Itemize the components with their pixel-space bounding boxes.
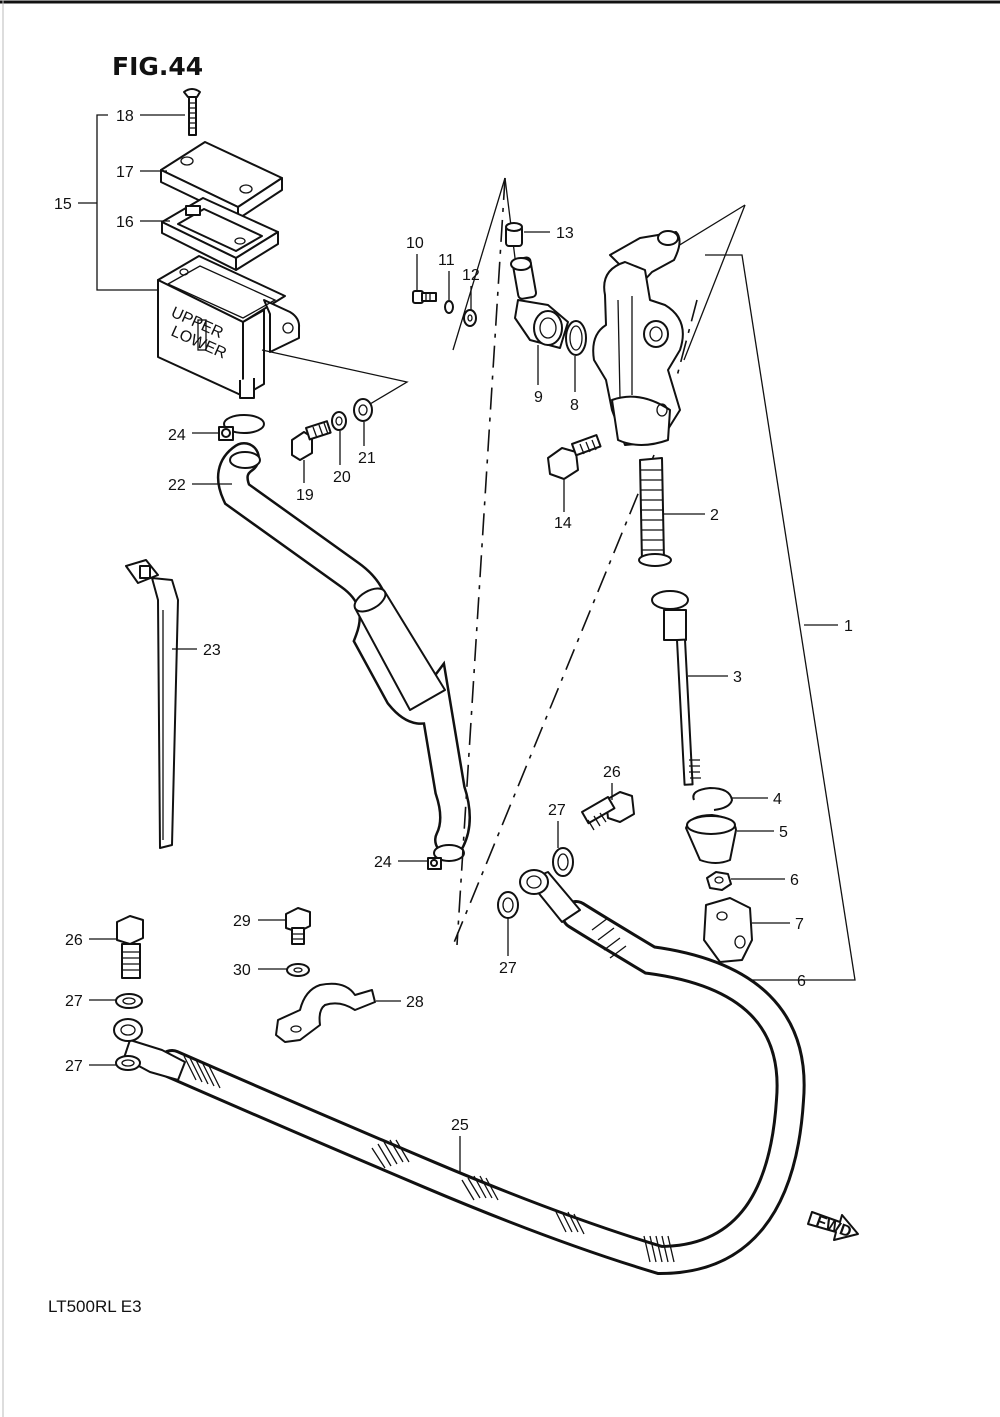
brake-hose-25	[113, 869, 806, 1276]
callout-19: 19	[296, 487, 314, 504]
bolt-29	[285, 907, 311, 945]
union-bolt-26-upper	[581, 791, 635, 831]
callout-24-bottom: 24	[374, 854, 392, 871]
callout-27-upper-b: 27	[499, 960, 517, 977]
callout-27-upper-a: 27	[548, 802, 566, 819]
model-code: LT500RL E3	[48, 1297, 142, 1316]
reservoir-hose-22	[216, 442, 471, 856]
hose-clamp-28	[275, 982, 376, 1043]
callout-23: 23	[203, 642, 221, 659]
washer-11	[444, 300, 454, 314]
screw-18	[183, 88, 201, 136]
washer-20	[331, 411, 347, 431]
bolt-19	[291, 420, 332, 461]
reservoir-assembly: UPPER LOWER	[96, 88, 409, 411]
callout-27-lower-b: 27	[65, 1058, 83, 1075]
circlip-4	[692, 787, 733, 811]
callout-27-lower-a: 27	[65, 993, 83, 1010]
push-rod-assembly-2	[638, 457, 689, 641]
union-bolt-26-lower	[116, 915, 144, 979]
cap-13	[505, 222, 523, 247]
washer-21	[353, 398, 373, 422]
callout-13: 13	[556, 225, 574, 242]
callout-6-lower: 6	[797, 973, 806, 990]
callout-26-lower: 26	[65, 932, 83, 949]
callout-1: 1	[844, 618, 853, 635]
boot-5	[685, 814, 737, 864]
callout-7: 7	[795, 916, 804, 933]
washer-30	[286, 963, 310, 977]
callout-9: 9	[534, 389, 543, 406]
callout-4: 4	[773, 791, 782, 808]
callout-10: 10	[406, 235, 424, 252]
callout-16: 16	[116, 214, 134, 231]
callout-28: 28	[406, 994, 424, 1011]
o-ring-8	[565, 320, 587, 356]
callout-11: 11	[438, 252, 455, 269]
callout-25: 25	[451, 1117, 469, 1134]
bolt-10	[412, 290, 437, 304]
reservoir-body: UPPER LOWER	[157, 255, 301, 399]
inlet-joint-9	[510, 256, 569, 349]
washer-27-upper-b	[497, 891, 519, 919]
washer-27-lower-b	[115, 1055, 141, 1071]
callout-12: 12	[462, 267, 480, 284]
tie-strap-23	[125, 559, 179, 849]
callouts: 18 17 16 15 10 11 12 13 9 8 14 24 19 20 …	[54, 108, 853, 1172]
master-cylinder-body	[592, 230, 684, 446]
callout-22: 22	[168, 477, 186, 494]
callout-26-upper: 26	[603, 764, 621, 781]
callout-20: 20	[333, 469, 351, 486]
callout-21: 21	[358, 450, 376, 467]
push-rod-3	[675, 638, 701, 786]
callout-8: 8	[570, 397, 579, 414]
callout-2: 2	[710, 507, 719, 524]
figure-title: FIG.44	[112, 52, 203, 81]
clevis-7	[703, 897, 753, 963]
callout-14: 14	[554, 515, 572, 532]
callout-3: 3	[733, 669, 742, 686]
callout-24-top: 24	[168, 427, 186, 444]
callout-18: 18	[116, 108, 134, 125]
callout-30: 30	[233, 962, 251, 979]
hose-clamp-24-top	[218, 414, 265, 441]
callout-29: 29	[233, 913, 251, 930]
nut-6-upper	[706, 871, 732, 891]
washer-27-lower-a	[115, 993, 143, 1009]
diaphragm-16	[161, 197, 279, 271]
bolt-14	[547, 434, 602, 480]
hose-clamp-24-bottom	[427, 844, 465, 870]
callout-15: 15	[54, 196, 72, 213]
callout-6-upper: 6	[790, 872, 799, 889]
washer-12	[463, 309, 477, 327]
callout-17: 17	[116, 164, 134, 181]
callout-5: 5	[779, 824, 788, 841]
washer-27-upper-a	[552, 847, 574, 877]
